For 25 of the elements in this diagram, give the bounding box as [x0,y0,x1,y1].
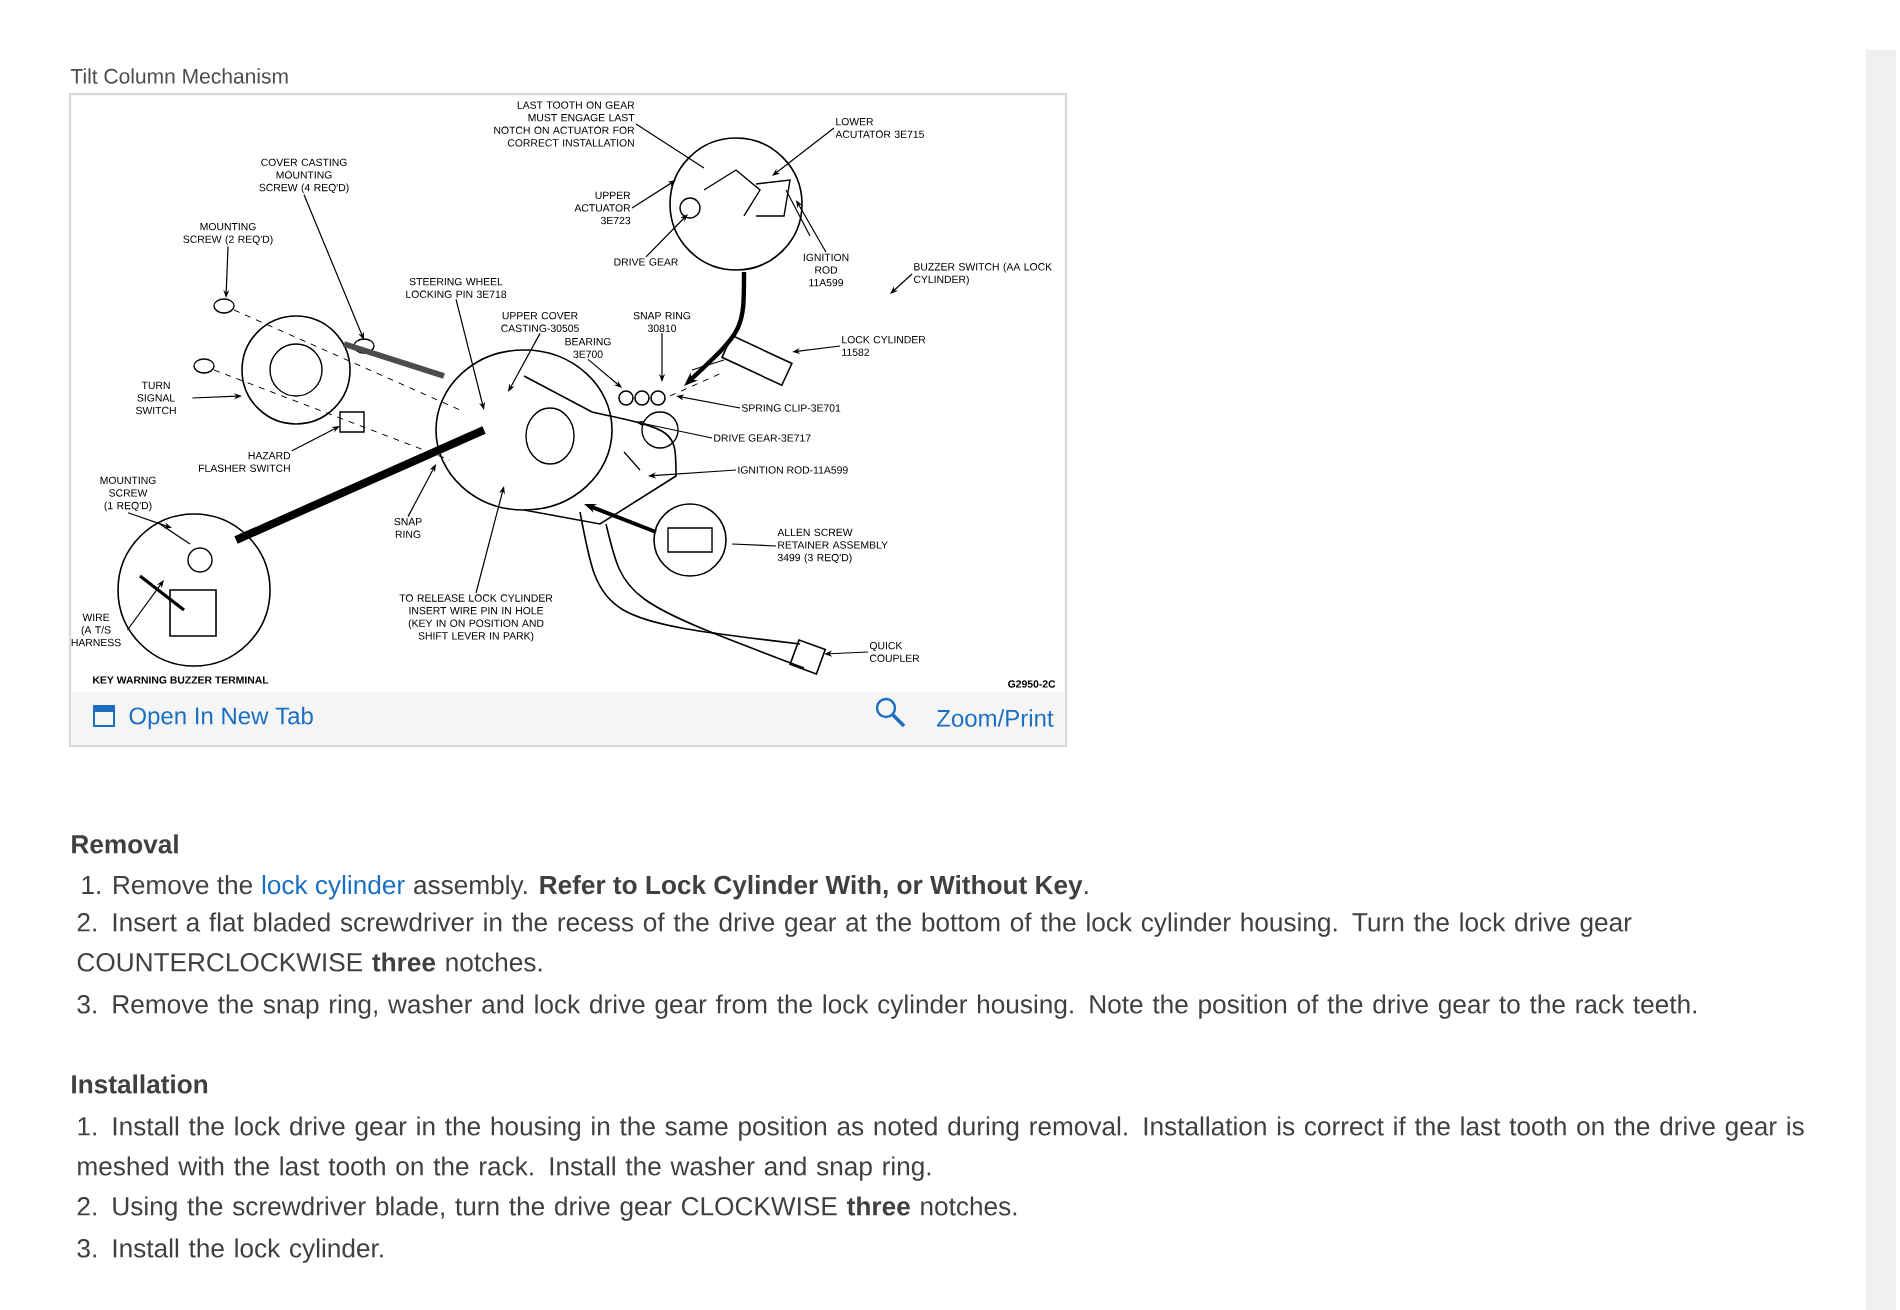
zoom-print-link: Zoom/Print [937,709,1054,727]
text-link: lock cylinder [262,875,405,900]
leader-line [291,426,340,452]
leader-line [407,464,436,518]
leader-line [796,200,827,253]
step-text: 1. Install the lock drive gear in the housing in the same position as noted during removal. Installation is correct if the last tooth on the drive gear is meshed with the last tooth on the rack. Install the washer and snap ring. [78,1116,1804,1181]
open-tab-link: Open In New Tab [129,706,313,730]
leader-line [772,127,835,176]
step-text: assembly. Refer to Lock Cylinder With, or Without Key. [414,875,1088,900]
leader-line [126,580,164,631]
step-text: 2. Insert a flat bladed screwdriver in the recess of the drive gear at the bottom of the lock cylinder housing. Turn the lock drive gear COUNTERCLOCKWISE three notches. [77,912,1632,972]
leader-line [635,123,705,169]
step-text: 2. Using the screwdriver blade, turn the drive gear CLOCKWISE three notches. [77,1196,1017,1221]
section-heading: Removal [72,834,178,854]
image-title: Tilt Column Mechanism [70,68,288,84]
step-text: 3. Remove the snap ring, washer and lock drive gear from the lock cylinder housing. Note the position of the drive gear to the rack teeth. [77,994,1697,1019]
leader-line [508,332,541,392]
leader-line [645,214,688,258]
leader-line [631,180,676,209]
step-text: 3. Install the lock cylinder. [77,1238,383,1263]
leader-line [587,358,622,388]
leader-line [890,273,913,294]
section-heading: Installation [72,1074,208,1094]
step-text: 1. Remove the [82,875,253,895]
leader-line [731,543,777,547]
